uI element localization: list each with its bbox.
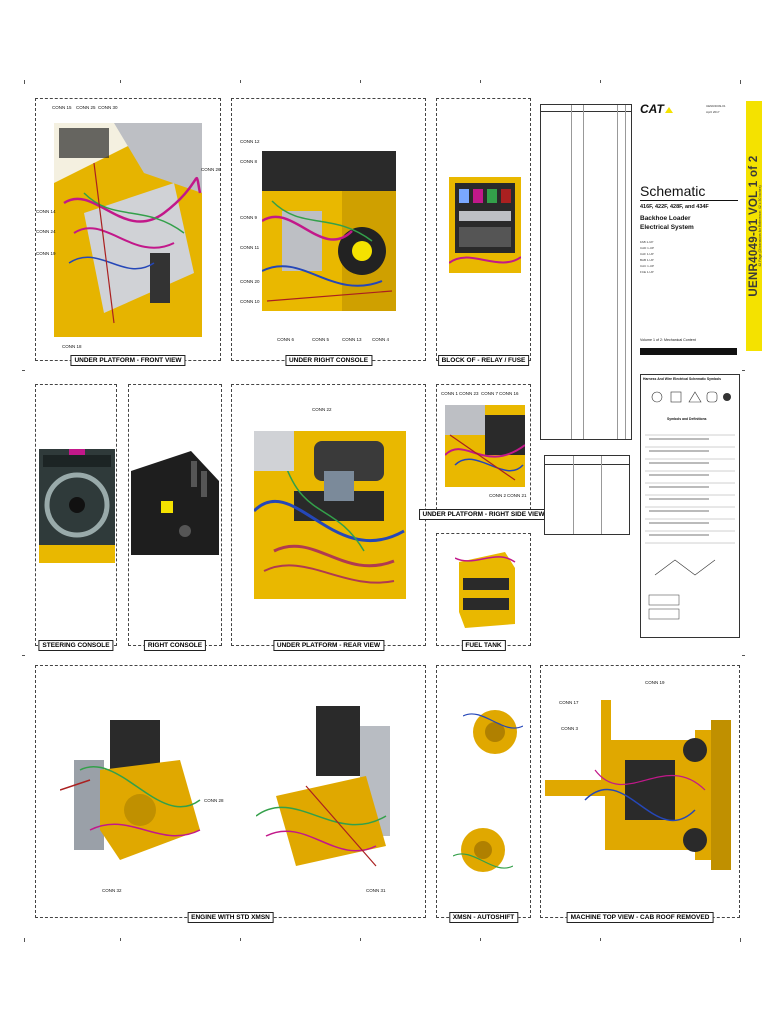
symbols-subtitle: Symbols and Definitions [667,417,707,421]
conn-label: CONN 31 [366,888,386,893]
panel-machine-top-view: CONN 19 CONN 17 CONN 3 MACHINE TOP VIEW … [540,665,740,923]
panel-title: ENGINE WITH STD XMSN [187,912,274,923]
photo-relay-fuse [449,177,521,273]
volume-note: Volume 1 of 2: Mechanical Content [640,338,696,342]
cat-logo: CAT [640,102,673,116]
conn-label: CONN 12 [240,139,260,144]
conn-label: CONN 13 [342,337,362,342]
conn-label: CONN 21 [507,493,527,498]
photo-under-right-console [262,151,396,311]
conn-label: CONN 25 [76,105,96,110]
panel-title: STEERING CONSOLE [38,640,114,651]
symbols-title: Harness And Wire Electrical Schematic Sy… [643,377,722,381]
panel-right-side-view: CONN 1 CONN 23 CONN 7 CONN 16 CONN 2 CON… [418,384,549,520]
photo-engine-right [256,696,406,876]
conn-label: CONN 28 [204,798,224,803]
panel-title: XMSN - AUTOSHIFT [448,912,519,923]
photo-steering-console [39,449,115,563]
photo-right-side-view [445,405,525,487]
symbols-legend: Harness And Wire Electrical Schematic Sy… [640,374,740,638]
serial-prefix: FAB 1-UP [640,240,654,244]
panel-engine: CONN 28 CONN 32 CONN 31 ENGINE WITH STD … [35,665,426,923]
conn-label: CONN 2 [489,493,507,498]
panel-title: FUEL TANK [461,640,506,651]
doc-models: 416F, 422F, 428F, and 434F [640,204,709,210]
symbols-icons [647,389,733,409]
panel-right-console: RIGHT CONSOLE [128,384,222,651]
panel-front-view: CONN 15 CONN 25 CONN 30 CONN 26 CONN 14 … [35,98,221,366]
serial-prefix: BAB 1-UP [640,258,654,262]
conn-label: CONN 15 [52,105,72,110]
conn-label: CONN 8 [240,159,258,164]
serial-prefix: CAD 1-UP [640,246,655,250]
conn-label: CONN 3 [561,726,579,731]
photo-rear-view [254,431,406,599]
photo-machine-top [545,700,735,886]
panel-rear-view: CONN 22 UNDER PLATFORM - REAR VIEW [231,384,426,651]
location-table [544,455,630,535]
conn-label: CONN 17 [559,700,579,705]
conn-label: CONN 22 [312,407,332,412]
conn-label: CONN 23 [459,391,479,396]
conn-label: CONN 1 [441,391,459,396]
volume-bar [640,348,737,355]
photo-right-console [131,441,219,555]
panel-title: UNDER RIGHT CONSOLE [284,355,373,366]
conn-label: CONN 30 [98,105,118,110]
conn-label: CONN 24 [36,229,56,234]
conn-label: CONN 11 [240,245,260,250]
photo-engine-left [60,710,210,870]
panel-title: UNDER PLATFORM - FRONT VIEW [70,355,186,366]
photo-fuel-tank [455,548,517,630]
panel-title: MACHINE TOP VIEW - CAB ROOF REMOVED [566,912,714,923]
conn-label: CONN 4 [372,337,390,342]
panel-fuel-tank: FUEL TANK [436,533,531,651]
banner-subtext: 42 Page (Dimensions for Reference: 42 x … [758,185,762,267]
panel-title: RIGHT CONSOLE [143,640,207,651]
conn-label: CONN 26 [201,167,221,172]
doc-number: UENR4049-01 [706,104,726,108]
conn-label: CONN 16 [499,391,519,396]
conn-label: CONN 19 [645,680,665,685]
photo-front-view [54,123,202,337]
photo-xmsn-upper [463,696,523,766]
serial-prefix: CAC 1-UP [640,264,655,268]
doc-title: Schematic [640,183,706,199]
conn-label: CONN 6 [277,337,295,342]
photo-xmsn-lower [453,816,513,886]
panel-xmsn-autoshift: XMSN - AUTOSHIFT [436,665,531,923]
doc-subtitle-1: Backhoe Loader [640,215,691,222]
panel-relay-fuse: BLOCK OF - RELAY / FUSE [436,98,531,366]
connector-table [540,104,632,440]
conn-label: CONN 10 [240,299,260,304]
symbols-rows [645,425,735,625]
title-rule [640,200,738,201]
conn-label: CONN 32 [102,888,122,893]
conn-label: CONN 5 [312,337,330,342]
volume-banner [746,101,762,351]
serial-prefix: FCE 1-UP [640,270,654,274]
panel-title: UNDER PLATFORM - RIGHT SIDE VIEW [418,509,549,520]
doc-subtitle-2: Electrical System [640,224,694,231]
conn-label: CONN 7 [481,391,499,396]
doc-date: April 2017 [706,110,720,114]
panel-title: UNDER PLATFORM - REAR VIEW [272,640,385,651]
panel-title: BLOCK OF - RELAY / FUSE [437,355,530,366]
conn-label: CONN 9 [240,215,258,220]
conn-label: CONN 19 [36,251,56,256]
conn-label: CONN 14 [36,209,56,214]
panel-steering-console: STEERING CONSOLE [35,384,117,651]
serial-prefix: CAF 1-UP [640,252,654,256]
panel-under-right-console: CONN 12 CONN 8 CONN 9 CONN 11 CONN 20 CO… [231,98,426,366]
conn-label: CONN 20 [240,279,260,284]
conn-label: CONN 18 [62,344,82,349]
